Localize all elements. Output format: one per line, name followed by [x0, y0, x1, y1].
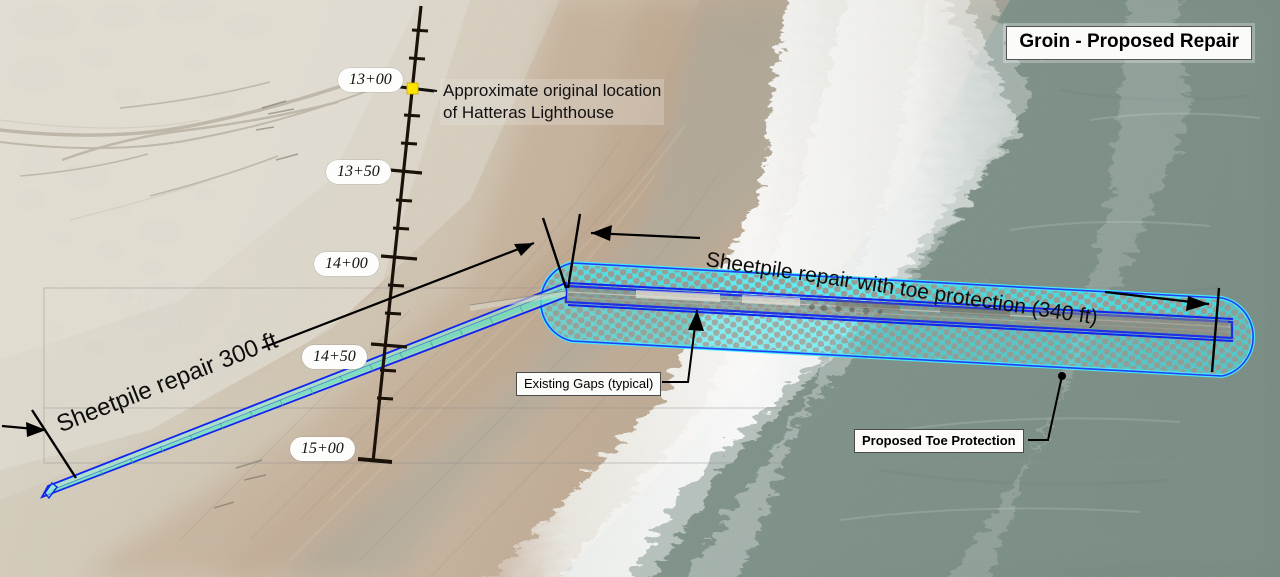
existing-gaps-callout: Existing Gaps (typical)	[516, 372, 662, 396]
existing-gaps-leader	[662, 309, 704, 383]
sheetpile-structure-left	[40, 281, 567, 500]
station-label-14-00: 14+00	[314, 252, 379, 276]
lighthouse-marker-point	[406, 82, 419, 95]
toe-protection-leader	[1028, 372, 1066, 441]
station-label-13-50: 13+50	[326, 160, 391, 184]
title-box: Groin - Proposed Repair	[1006, 26, 1252, 60]
toe-protection-callout: Proposed Toe Protection	[854, 429, 1024, 453]
right-repair-leader	[590, 225, 1221, 373]
station-label-13-00: 13+00	[338, 68, 403, 92]
station-label-15-00: 15+00	[290, 437, 355, 461]
lighthouse-note-line2: of Hatteras Lighthouse	[443, 103, 615, 122]
stationing-line	[371, 5, 423, 463]
apex-dimension-ticks	[541, 213, 582, 289]
left-repair-leader	[1, 241, 535, 479]
lighthouse-note: Approximate original location of Hattera…	[440, 79, 665, 125]
station-label-14-50: 14+50	[302, 345, 367, 369]
lighthouse-note-line1: Approximate original location	[443, 81, 662, 100]
existing-gap-at-apex	[469, 290, 567, 311]
